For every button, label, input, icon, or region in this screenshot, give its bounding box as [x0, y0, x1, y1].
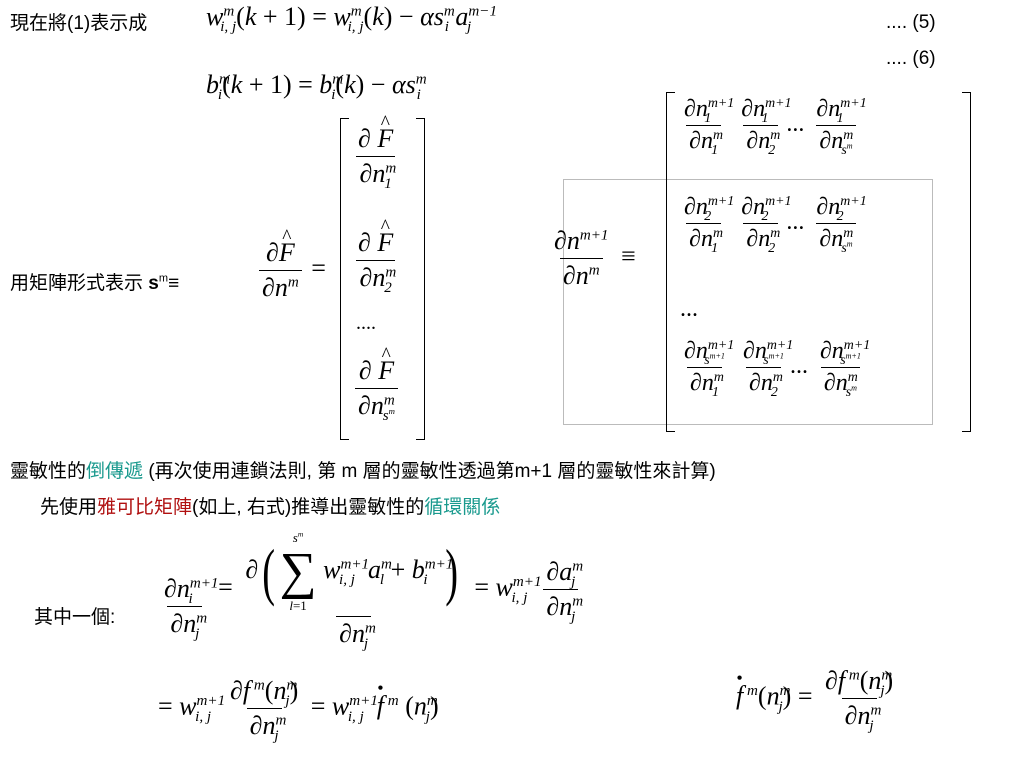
- bias-update-equation: bmi(k + 1) = bmi(k) − αsmi: [206, 70, 427, 104]
- matrix-right-bracket: [962, 92, 971, 432]
- vector-right-bracket: [416, 118, 425, 440]
- image-placeholder-frame: [563, 179, 933, 425]
- equation-number-6: .... (6): [886, 48, 936, 69]
- jacobian-row-1: ∂nm+11 ∂nm1 ∂nm+11 ∂nm2... ∂nm+11 ∂nmsm: [684, 96, 867, 158]
- matrix-left-bracket: [666, 92, 675, 432]
- matrix-form-label: 用矩陣形式表示 sm≡: [10, 272, 180, 294]
- vector-entry-2: ∂ F∂nm2: [352, 217, 399, 296]
- equation-number-5: .... (5): [886, 12, 936, 33]
- jacobian-definition: ∂nm+1∂nm ≡: [554, 226, 636, 290]
- activation-derivative-definition: f m(nmj) = ∂f m(nmj)∂nmj: [736, 666, 899, 734]
- vector-left-bracket: [340, 118, 349, 440]
- jacobian-element-derivation: ∂nm+1i ∂nmj = ∂(sm∑l=1 wm+1i, j aml + bm…: [164, 529, 584, 653]
- jacobian-vdots: ...: [680, 296, 698, 322]
- backprop-sentence: 靈敏性的倒傳遞 (再次使用連鎖法則, 第 m 層的靈敏性透過第m+1 層的靈敏性…: [10, 461, 716, 482]
- jacobian-row-last: ∂nm+1sm+1∂nm1 ∂nm+1sm+1∂nm2... ∂nm+1sm+1…: [684, 338, 871, 400]
- vector-entry-last: ∂ F∂nmsm: [352, 345, 401, 424]
- sensitivity-definition: ∂F∂nm =: [256, 227, 326, 303]
- intro-text: 現在將(1)表示成: [10, 13, 148, 34]
- jacobian-element-result: = wm+1i, j ∂f m(nmj)∂nmj = wm+1i, j f m …: [158, 676, 439, 744]
- vector-entry-1: ∂ F∂nm1: [352, 113, 399, 192]
- weight-update-equation: wmi, j(k + 1) = wmi, j(k) − αsmi am−1j: [206, 2, 498, 36]
- jacobian-row-2: ∂nm+12 ∂nm1 ∂nm+12 ∂nm2... ∂nm+12 ∂nmsm: [684, 194, 867, 256]
- vector-vdots: ....: [356, 312, 376, 334]
- jacobian-sentence: 先使用雅可比矩陣(如上, 右式)推導出靈敏性的循環關係: [40, 497, 501, 518]
- one-of-label: 其中一個:: [34, 607, 116, 628]
